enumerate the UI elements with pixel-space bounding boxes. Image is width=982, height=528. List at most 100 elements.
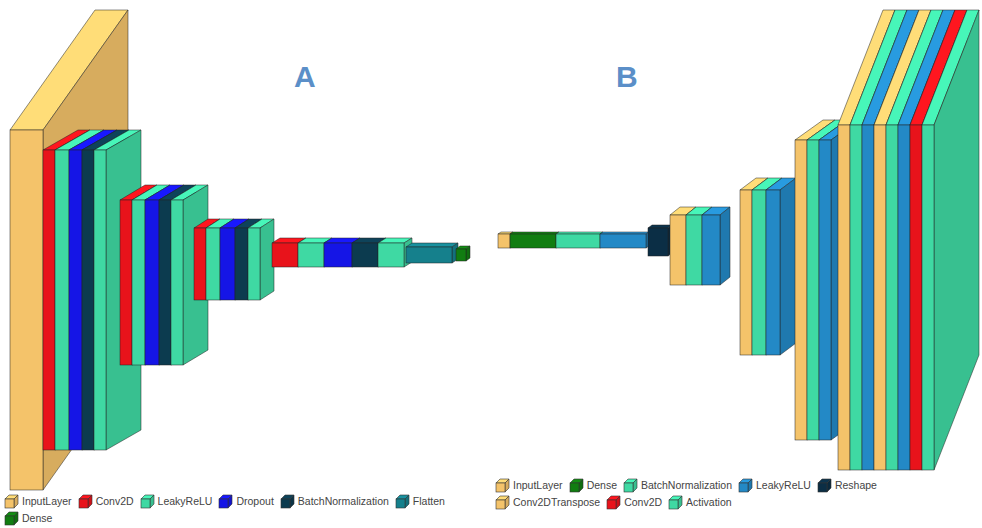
legend-text: Dense	[22, 511, 52, 526]
layer-front-face	[94, 150, 106, 450]
layer-side-face	[248, 219, 262, 300]
layer-front-face	[298, 243, 324, 267]
legend-text: LeakyReLU	[158, 494, 213, 509]
layer-side-face	[766, 178, 782, 355]
legend-entry: BatchNormalization	[623, 478, 732, 493]
legend-swatch	[4, 511, 19, 526]
legend-text: Conv2D	[624, 495, 662, 510]
layer-top-face	[556, 232, 603, 234]
swatch-side	[827, 479, 831, 492]
layer-front-face	[807, 140, 819, 440]
layer-side-face	[720, 207, 730, 285]
swatch-front	[496, 500, 505, 509]
layer-box	[145, 185, 184, 365]
legend-text: Conv2D	[96, 494, 134, 509]
swatch-side	[228, 495, 232, 508]
legend-swatch	[495, 495, 510, 510]
layer-box	[235, 219, 262, 300]
layer-box	[648, 225, 672, 256]
layer-front-face	[194, 228, 206, 300]
layer-front-face	[850, 125, 862, 470]
layer-box	[220, 219, 249, 300]
layer-box	[740, 178, 768, 355]
swatch-front	[396, 499, 405, 508]
layer-side-face	[159, 185, 184, 365]
legend-text: BatchNormalization	[641, 478, 732, 493]
legend-entry: Dropout	[218, 494, 273, 509]
swatch-front	[669, 500, 678, 509]
swatch-front	[739, 483, 748, 492]
layer-front-face	[510, 234, 556, 248]
layer-front-face	[862, 125, 874, 470]
layer-box	[766, 178, 796, 355]
layer-top-face	[510, 232, 559, 234]
swatch-side	[616, 496, 620, 509]
layer-front-face	[132, 200, 145, 365]
legend-entry: Reshape	[817, 478, 877, 493]
layer-front-face	[324, 243, 352, 267]
legend-text: BatchNormalization	[298, 494, 389, 509]
layer-front-face	[600, 234, 646, 248]
layer-front-face	[686, 215, 702, 285]
legend: InputLayer Dense BatchNormalization LeakyRe…	[495, 478, 979, 510]
layer-front-face	[910, 125, 922, 470]
legend-swatch	[817, 478, 832, 493]
legend-text: Dense	[587, 478, 617, 493]
legend-swatch	[218, 494, 233, 509]
layer-front-face	[220, 228, 235, 300]
layer-front-face	[874, 125, 886, 470]
legend-text: Flatten	[413, 494, 445, 509]
layer-front-face	[498, 234, 510, 248]
network-label: B	[616, 62, 638, 92]
swatch-front	[281, 499, 290, 508]
legend-swatch	[395, 494, 410, 509]
layer-box	[456, 246, 470, 261]
layer-front-face	[248, 228, 260, 300]
legend-text: Activation	[686, 495, 732, 510]
layer-top-face	[406, 243, 458, 247]
layer-front-face	[10, 130, 43, 490]
legend-entry: LeakyReLU	[738, 478, 811, 493]
legend-swatch	[140, 494, 155, 509]
legend-entry: Conv2D	[606, 495, 662, 510]
legend-swatch	[623, 478, 638, 493]
swatch-side	[14, 495, 18, 508]
legend-entry: Dense	[569, 478, 617, 493]
legend-entry: InputLayer	[4, 494, 72, 509]
swatch-front	[818, 483, 827, 492]
legend-entry: LeakyReLU	[140, 494, 213, 509]
swatch-side	[505, 496, 509, 509]
layer-box	[248, 219, 274, 300]
swatch-front	[219, 499, 228, 508]
layer-box	[406, 243, 458, 263]
legend-text: Conv2DTranspose	[513, 495, 600, 510]
swatch-front	[5, 499, 14, 508]
swatch-side	[290, 495, 294, 508]
layer-box	[556, 232, 603, 248]
legend-entry: InputLayer	[495, 478, 563, 493]
layer-side-face	[752, 178, 768, 355]
layer-front-face	[352, 243, 378, 267]
legend-swatch	[78, 494, 93, 509]
swatch-side	[405, 495, 409, 508]
layer-side-face	[183, 185, 208, 365]
legend-entry: Flatten	[395, 494, 445, 509]
legend-swatch	[668, 495, 683, 510]
layer-front-face	[69, 150, 82, 450]
swatch-side	[678, 496, 682, 509]
swatch-side	[633, 479, 637, 492]
layer-front-face	[159, 200, 171, 365]
layer-front-face	[752, 190, 766, 355]
swatch-side	[748, 479, 752, 492]
layer-front-face	[235, 228, 248, 300]
network-label: A	[294, 62, 316, 92]
legend-swatch	[606, 495, 621, 510]
swatch-front	[607, 500, 616, 509]
layer-box	[795, 120, 835, 440]
layer-front-face	[648, 228, 668, 256]
layer-front-face	[795, 140, 807, 440]
layer-side-face	[235, 219, 249, 300]
legend-entry: Conv2DTranspose	[495, 495, 600, 510]
